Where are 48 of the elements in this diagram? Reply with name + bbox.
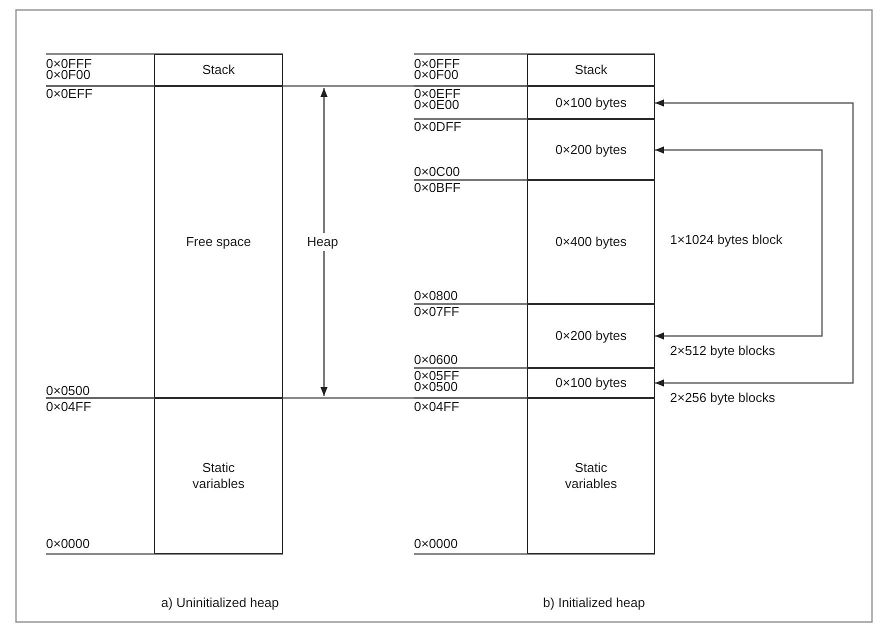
address-label: 0×0F00 bbox=[414, 69, 458, 81]
address-label: 0×0500 bbox=[414, 381, 458, 393]
segment-label: Stack bbox=[202, 62, 235, 78]
address-label: 0×0000 bbox=[414, 538, 458, 550]
memory-segment bbox=[154, 54, 283, 86]
address-label: 0×0E00 bbox=[414, 99, 460, 111]
segment-label: 0×100 bytes bbox=[555, 94, 627, 110]
address-label: 0×0800 bbox=[414, 290, 458, 302]
memory-segment bbox=[154, 86, 283, 398]
address-label: 0×0000 bbox=[46, 538, 90, 550]
annotation-text: 2×256 byte blocks bbox=[670, 392, 776, 404]
address-label: 0×0EFF bbox=[46, 88, 93, 100]
annotation-text: 2×512 byte blocks bbox=[670, 345, 776, 357]
address-label: 0×0EFF bbox=[414, 88, 461, 100]
address-label: 0×04FF bbox=[414, 401, 460, 413]
memory-segment bbox=[527, 86, 655, 119]
memory-segment bbox=[527, 119, 655, 180]
address-label: 0×0500 bbox=[46, 385, 90, 397]
address-label: 0×0FFF bbox=[46, 58, 92, 70]
address-label: 0×0FFF bbox=[414, 58, 460, 70]
memory-segment bbox=[527, 368, 655, 398]
segment-label: Static variables bbox=[564, 460, 618, 492]
segment-label: 0×400 bytes bbox=[555, 234, 627, 250]
segment-label: Static variables bbox=[191, 460, 246, 492]
segment-label: 0×200 bytes bbox=[555, 328, 627, 344]
address-label: 0×05FF bbox=[414, 370, 460, 382]
arrow bbox=[655, 146, 823, 340]
address-label: 0×0C00 bbox=[414, 166, 460, 178]
arrow bbox=[655, 99, 854, 387]
memory-segment bbox=[527, 180, 655, 304]
segment-label: 0×200 bytes bbox=[555, 142, 627, 158]
address-label: 0×0BFF bbox=[414, 182, 461, 194]
caption: b) Initialized heap bbox=[543, 597, 645, 609]
caption: a) Uninitialized heap bbox=[161, 597, 279, 609]
segment-label: 0×100 bytes bbox=[555, 375, 627, 391]
address-label: 0×0F00 bbox=[46, 69, 90, 81]
address-label: 0×0DFF bbox=[414, 121, 462, 133]
address-label: 0×0600 bbox=[414, 354, 458, 366]
memory-segment bbox=[154, 398, 283, 554]
segment-label: Free space bbox=[186, 234, 252, 250]
dimension-label: Heap bbox=[306, 233, 340, 251]
memory-segment bbox=[527, 304, 655, 368]
address-label: 0×07FF bbox=[414, 306, 460, 318]
segment-label: Stack bbox=[574, 62, 608, 78]
address-label: 0×04FF bbox=[46, 401, 92, 413]
memory-segment bbox=[527, 54, 655, 86]
annotation-text: 1×1024 bytes block bbox=[670, 234, 782, 246]
memory-segment bbox=[527, 398, 655, 554]
